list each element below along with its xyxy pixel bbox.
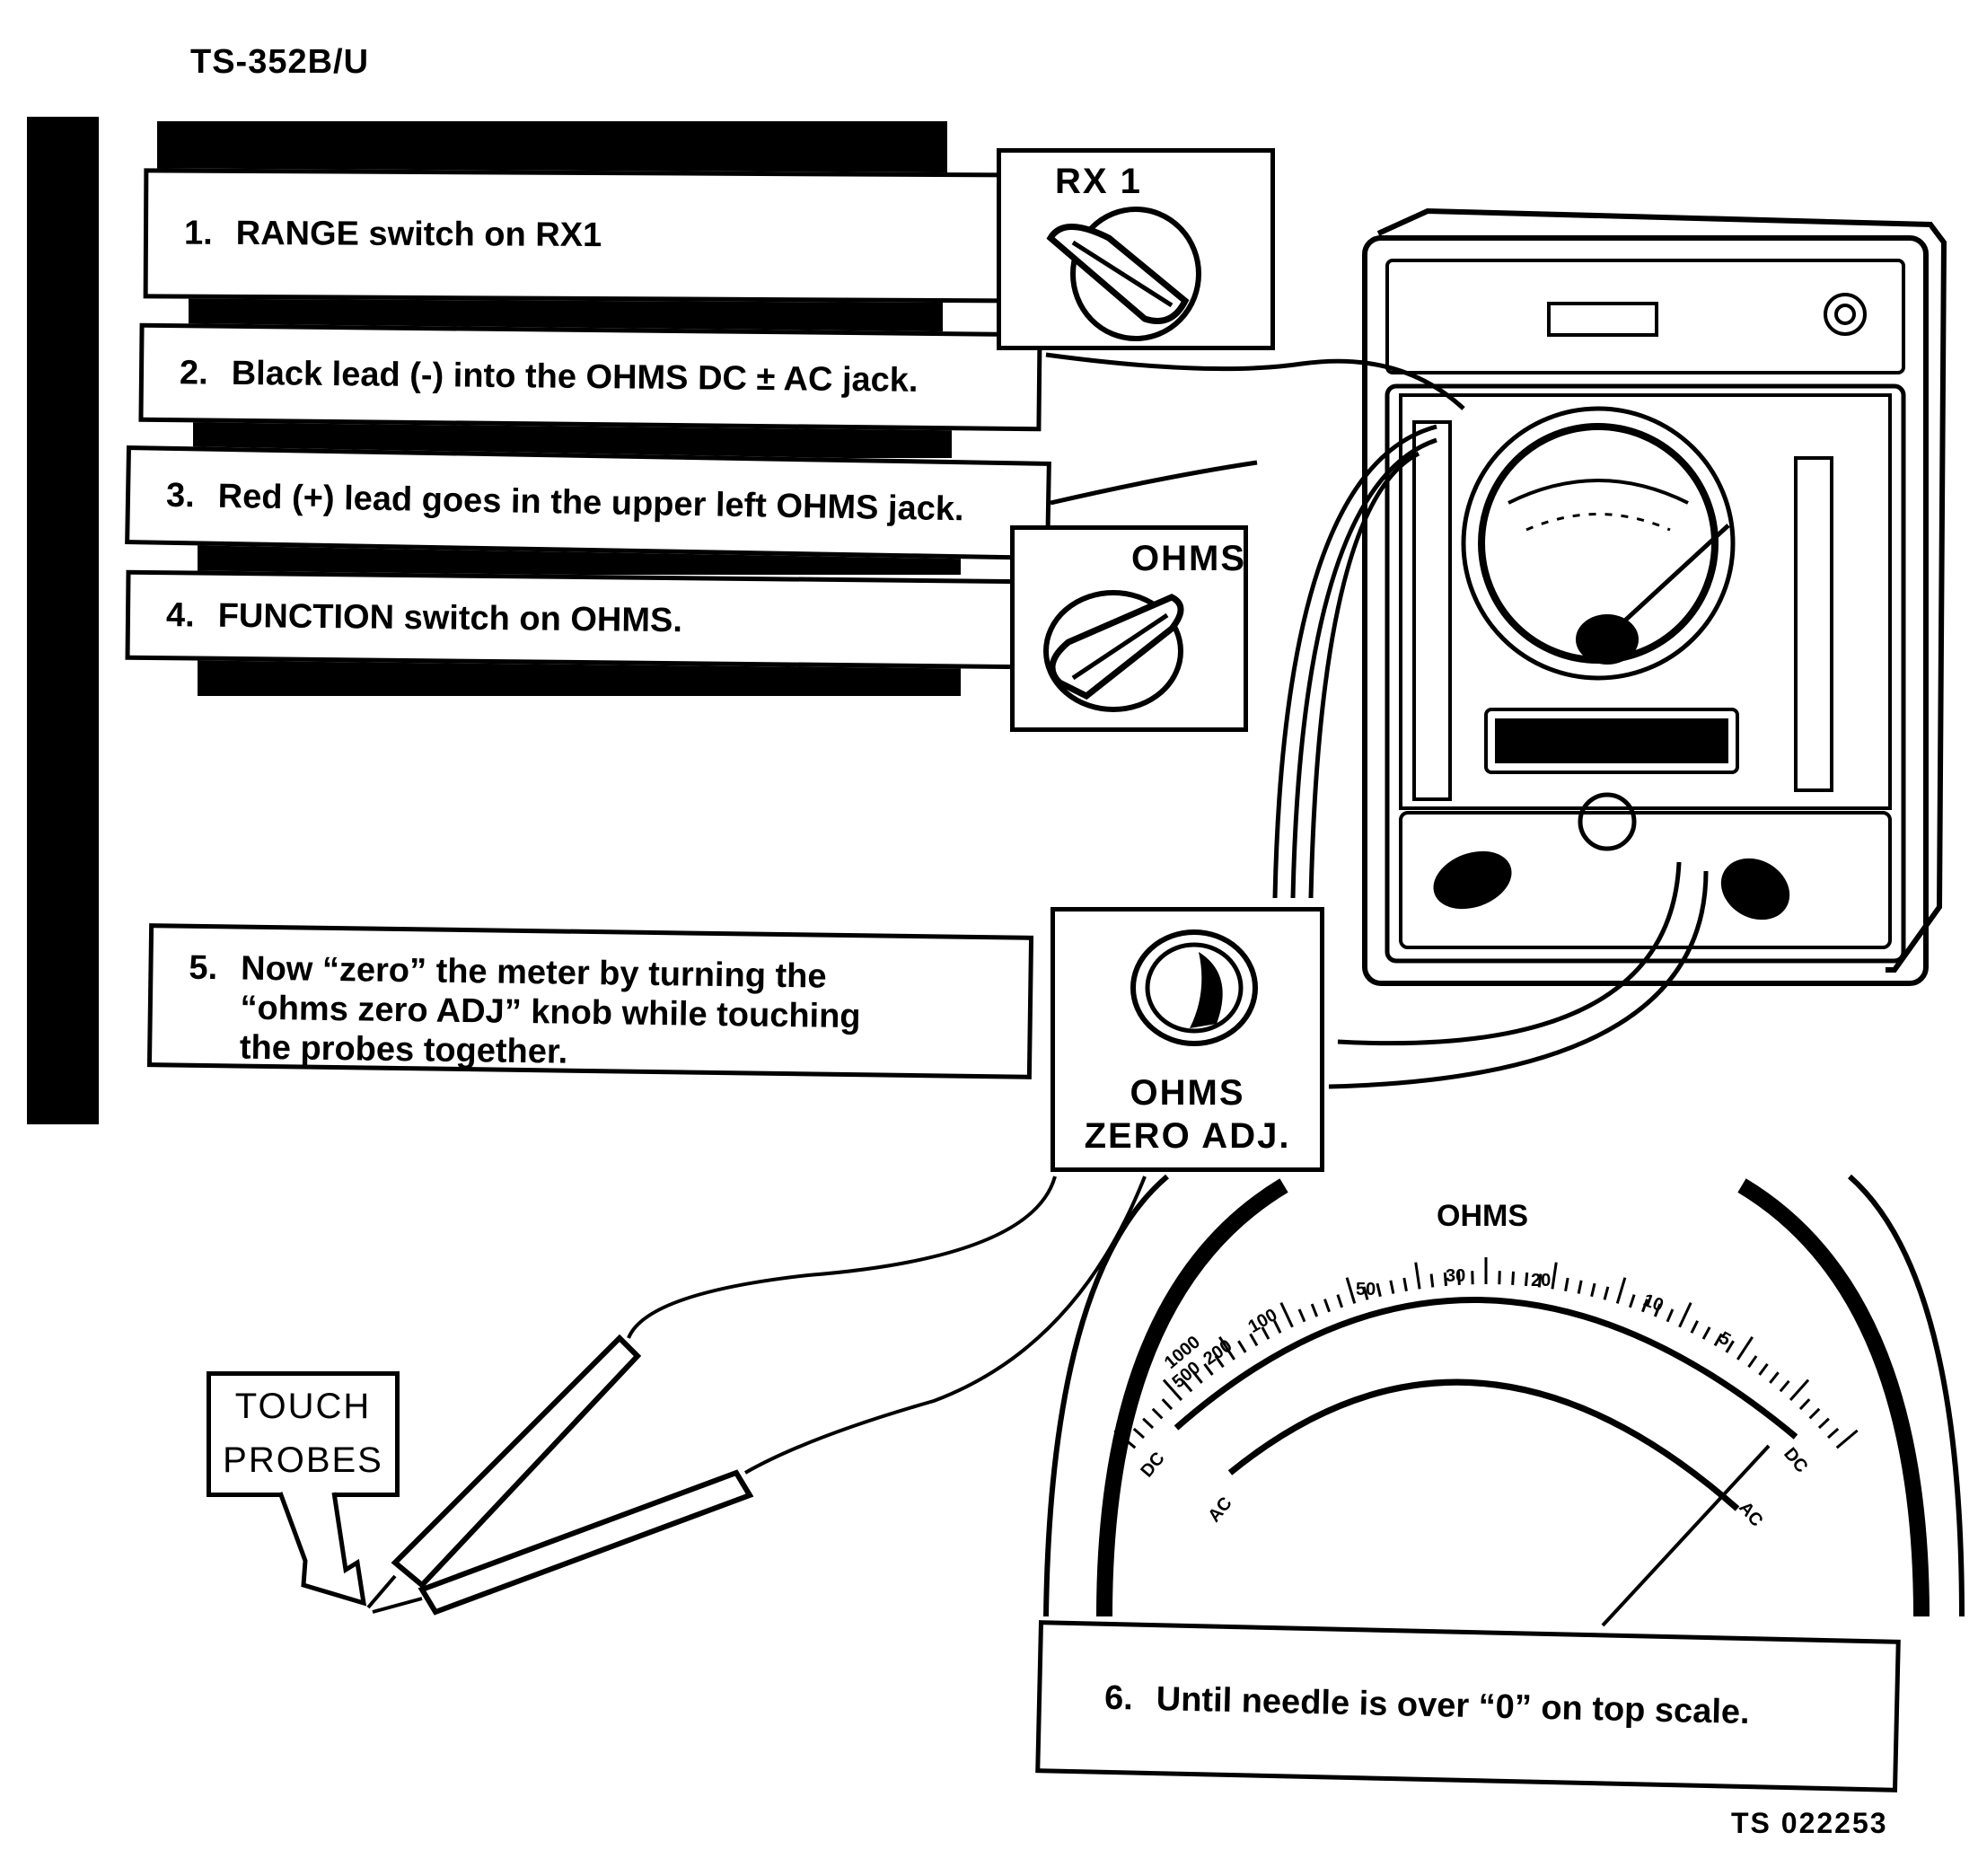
- scale-tick: [1345, 1277, 1357, 1304]
- scale-tick: [1151, 1407, 1164, 1420]
- scale-tick: [1615, 1277, 1627, 1304]
- scale-tick: [1758, 1362, 1769, 1376]
- scale-tick: [1826, 1427, 1840, 1440]
- scale-tick: [1747, 1355, 1758, 1369]
- scale-tick: [1310, 1303, 1319, 1317]
- scale-tick: [1808, 1407, 1821, 1420]
- touch-probes-line1: TOUCH: [234, 1387, 372, 1426]
- scale-tick: [1736, 1336, 1754, 1361]
- zero-adjust-knob-icon: [1130, 929, 1258, 1046]
- scale-tick: [1273, 1320, 1282, 1334]
- rotary-knob-icon: [1043, 590, 1184, 712]
- scale-tick-label: 20: [1531, 1271, 1552, 1290]
- scale-tick: [1551, 1262, 1558, 1290]
- figure-id: TS 022253: [1731, 1807, 1888, 1839]
- side-bar: [27, 117, 99, 1124]
- scale-tick: [1769, 1371, 1780, 1384]
- scale-tick: [1279, 1301, 1294, 1328]
- scale-tick: [1203, 1362, 1214, 1376]
- scale-tick: [1161, 1398, 1174, 1411]
- scale-tick: [1402, 1277, 1408, 1292]
- scale-tick: [1443, 1272, 1448, 1287]
- range-knob-callout: RX 1: [997, 148, 1275, 350]
- scale-tick: [1817, 1417, 1830, 1430]
- scale-tick: [1261, 1326, 1270, 1340]
- scale-ticks: [1113, 1257, 1859, 1449]
- scale-tick: [1456, 1271, 1461, 1285]
- function-knob-callout: OHMS: [1010, 525, 1248, 732]
- scale-tick: [1362, 1286, 1369, 1300]
- scale-tick: [1537, 1273, 1543, 1288]
- scale-tick: [1725, 1340, 1735, 1353]
- scale-tick: [1162, 1378, 1183, 1402]
- zero-adj-line2: ZERO ADJ.: [1084, 1116, 1291, 1156]
- scale-tick: [1713, 1333, 1723, 1347]
- touch-probes-line2: PROBES: [223, 1440, 383, 1480]
- scale-tick: [1249, 1333, 1259, 1347]
- scale-tick: [1524, 1272, 1529, 1287]
- scale-tick: [1192, 1371, 1203, 1384]
- scale-tick: [1779, 1379, 1790, 1393]
- scale-tick: [1701, 1326, 1711, 1340]
- scale-tick: [1429, 1273, 1435, 1288]
- function-knob-label: OHMS: [1131, 539, 1246, 578]
- scale-tick: [1142, 1417, 1155, 1430]
- scale-tick: [1590, 1282, 1596, 1298]
- scale-tick: [1323, 1299, 1331, 1313]
- scale-tick: [1182, 1379, 1193, 1393]
- scale-tick: [1641, 1299, 1648, 1313]
- scale-tick: [1376, 1282, 1382, 1298]
- zero-adj-line1: OHMS: [1130, 1073, 1245, 1113]
- ohms-scale-title: OHMS: [1437, 1199, 1528, 1233]
- scale-tick: [1389, 1280, 1395, 1294]
- scale-tick-label: 50: [1356, 1280, 1376, 1299]
- touch-probes-callout: TOUCH PROBES: [207, 1371, 400, 1497]
- scale-tick-label: 30: [1446, 1266, 1466, 1286]
- scale-tick: [1218, 1336, 1236, 1361]
- scale-tick: [1798, 1398, 1811, 1411]
- scale-tick: [1336, 1294, 1344, 1308]
- scale-tick: [1511, 1271, 1516, 1285]
- scale-tick: [1132, 1427, 1146, 1440]
- scale-tick: [1237, 1340, 1247, 1353]
- scale-tick: [1678, 1301, 1692, 1328]
- scale-tick: [1789, 1378, 1810, 1402]
- scale-tick: [1690, 1320, 1699, 1334]
- range-knob-label: RX 1: [1055, 162, 1142, 201]
- scale-tick: [1214, 1355, 1225, 1369]
- document-id: TS-352B/U: [190, 43, 370, 81]
- scale-tick: [1113, 1429, 1137, 1449]
- rotary-knob-icon: [1046, 207, 1201, 341]
- band-top: [157, 121, 947, 175]
- scale-tick: [1628, 1294, 1636, 1308]
- scale-tick: [1653, 1303, 1662, 1317]
- scale-tick: [1603, 1286, 1610, 1300]
- scale-tick: [1564, 1277, 1569, 1292]
- zero-adj-callout: OHMS ZERO ADJ.: [1051, 907, 1324, 1172]
- scale-tick: [1577, 1280, 1583, 1294]
- scale-tick: [1835, 1429, 1859, 1449]
- scale-tick: [1414, 1262, 1421, 1290]
- scale-tick: [1297, 1308, 1306, 1323]
- scale-tick: [1666, 1308, 1675, 1323]
